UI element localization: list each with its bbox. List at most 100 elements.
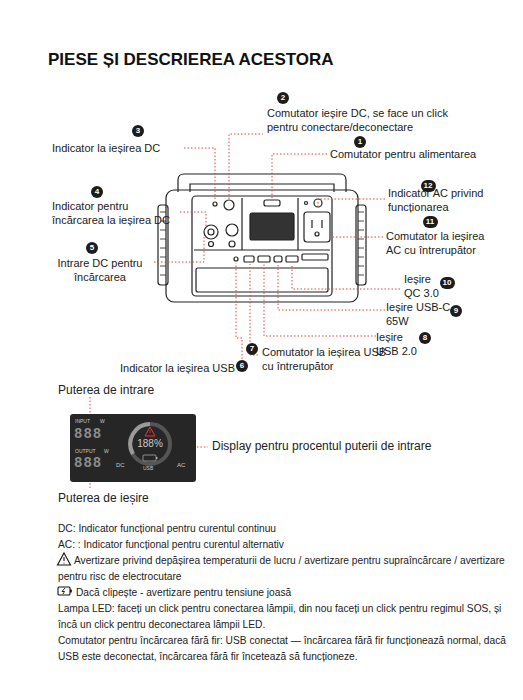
callout-number: 10 [440,277,455,289]
illustration-stroke [278,264,385,310]
illustration-stroke [358,266,364,267]
callout-number: 3 [132,125,144,137]
display-digits: 888 [74,456,102,470]
part-label: Comutator ieșire DC, se face un click pe… [267,106,482,135]
illustration-stroke [358,275,364,276]
illustration-stroke [358,248,364,249]
callout-number: 11 [423,216,438,228]
illustration-stroke [358,239,364,240]
part-label: Comutator pentru încărcarea fără fir: US… [58,633,518,664]
illustration-stroke [264,200,280,206]
illustration-stroke [358,230,364,231]
illustration-stroke [197,447,208,448]
display-label: INPUT [75,419,90,424]
illustration-stroke [311,220,312,228]
illustration-stroke [226,224,238,236]
callout-number: 4 [91,186,103,198]
display-digits: 888 [74,427,102,441]
illustration-stroke [160,257,166,258]
part-label: Ieșire USB-C 65W [386,300,452,329]
illustration-stroke [190,184,334,192]
illustration-stroke [178,174,346,192]
illustration-stroke [160,230,166,231]
illustration-stroke [166,190,358,302]
illustration-stroke [244,256,254,262]
illustration-stroke [194,249,330,250]
illustration-stroke [58,587,70,595]
illustration-stroke [130,424,170,464]
callout-number: 7 [246,343,258,355]
illustration-stroke [150,430,151,433]
illustration-stroke [145,427,155,436]
part-label: Dacă clipește - avertizare pentru tensiu… [58,585,518,601]
illustration-stroke [321,220,322,228]
part-label: Display pentru procentul puterii de intr… [212,439,512,455]
display-label: USB [143,466,153,471]
illustration-stroke [184,148,215,200]
illustration-stroke [62,588,65,594]
illustration-stroke [154,236,204,262]
illustration-stroke [224,200,234,210]
illustration-stroke [90,483,91,490]
illustration-stroke [90,397,91,413]
illustration-stroke [209,242,214,247]
illustration-stroke [143,455,156,461]
callout-number: 1 [354,136,366,148]
illustration-stroke [63,557,64,561]
part-label: Comutator la ieșirea USB cu întrerupător [262,345,390,374]
illustration-stroke [358,257,364,258]
part-label: Avertizare privind depășirea temperaturi… [58,553,518,584]
part-label: Lampa LED: faceți un click pentru conect… [58,601,518,632]
illustration-stroke [70,414,196,482]
illustration-stroke [315,232,319,236]
illustration-stroke [208,229,214,235]
illustration-stroke [305,202,308,205]
callout-number: 8 [419,332,431,344]
part-label: Indicator la ieșirea DC [52,141,184,155]
part-label: Puterea de intrare [58,383,218,399]
illustration-stroke [229,241,235,247]
illustration-stroke [286,256,298,262]
illustration-stroke [358,212,364,213]
display-label: OUTPUT [75,449,96,454]
illustration-stroke [70,590,72,593]
display-label: AC [177,462,185,468]
illustration-stroke [192,196,332,296]
part-label: Indicator la ieșirea USB [100,361,235,375]
illustration-stroke [160,212,166,213]
illustration-stroke [160,275,166,276]
illustration-stroke [160,248,166,249]
illustration-stroke [160,212,364,275]
part-label: Comutator pentru alimentarea [330,147,515,161]
part-label: Puterea de ieșire [58,491,218,507]
illustration-stroke [204,225,218,239]
illustration-stroke [250,264,258,355]
illustration-stroke [63,562,64,563]
illustration-stroke [241,198,242,250]
illustration-stroke [236,263,242,359]
power-station [158,174,366,302]
illustration-stroke [264,264,376,336]
illustration-stroke [250,213,294,240]
illustration-stroke [258,256,270,262]
callout-number: 9 [450,305,462,317]
illustration-stroke [297,198,298,250]
illustration-stroke [156,457,158,459]
display-detail [70,414,196,482]
illustration-stroke [160,266,166,267]
part-label: Comutator la ieșirea AC cu întrerupător [386,229,490,258]
illustration-stroke [58,553,71,565]
illustration-stroke [318,199,385,207]
illustration-stroke [196,268,328,292]
callout-number: 5 [86,242,98,254]
part-label: Ieșire QC 3.0 [404,272,448,301]
display-label: DC [116,462,125,468]
display-label: W [100,419,105,424]
part-label: AC: : Indicator funcțional pentru curent… [58,537,518,553]
illustration-stroke [160,239,166,240]
illustration-stroke [358,221,364,222]
illustration-stroke [180,212,206,227]
illustration-stroke [302,254,328,260]
callout-number: 6 [236,360,248,372]
